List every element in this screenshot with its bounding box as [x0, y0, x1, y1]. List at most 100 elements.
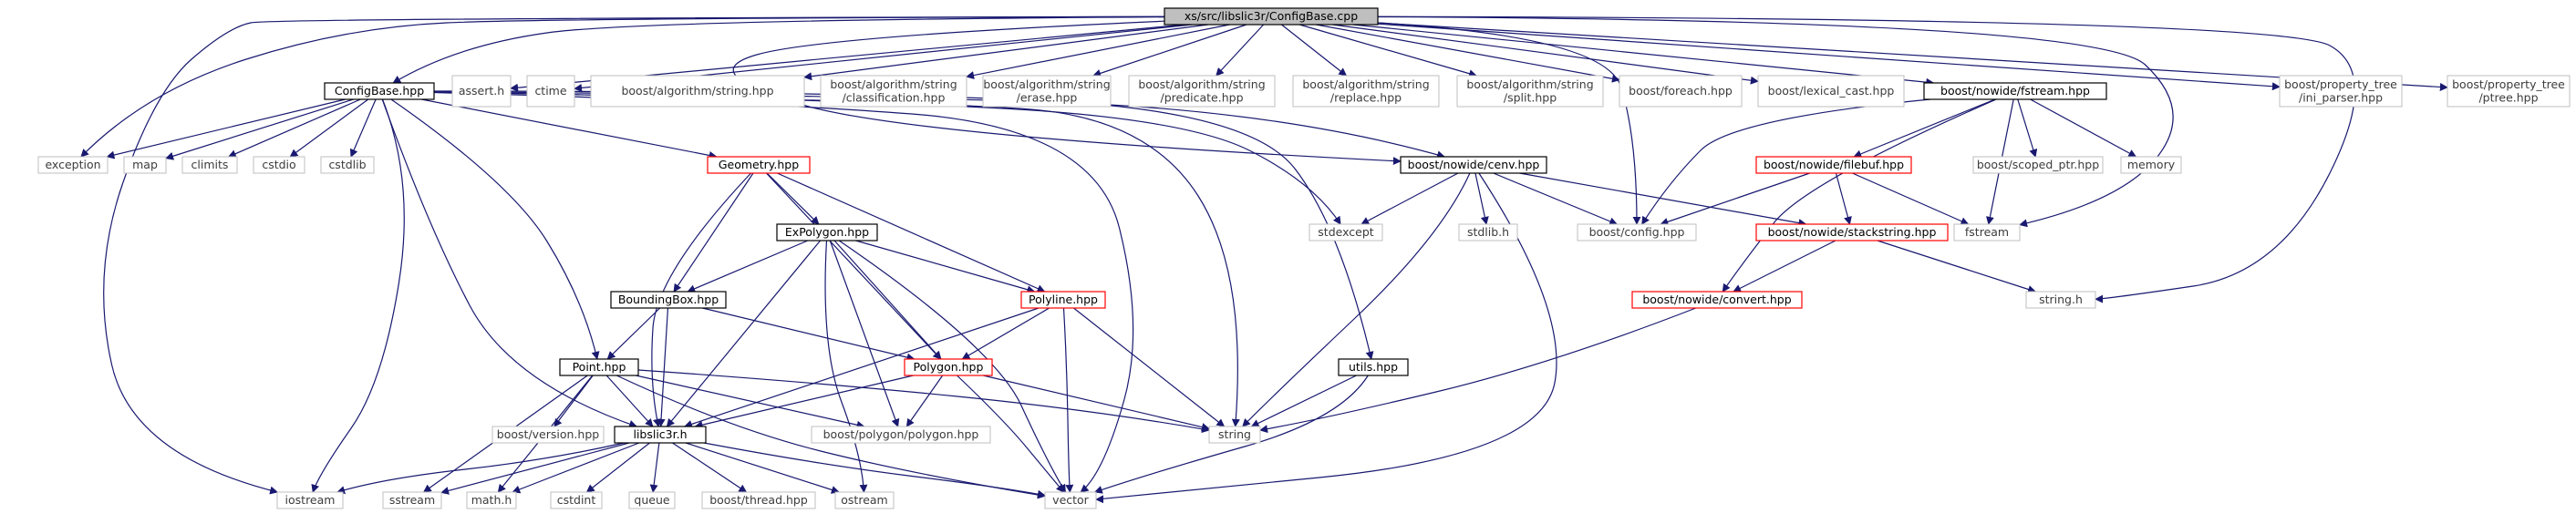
node-box: [628, 491, 676, 509]
node-expolygon_hpp[interactable]: ExPolygon.hpp: [776, 223, 878, 241]
node-box: [181, 156, 238, 174]
node-box: [324, 82, 435, 100]
node-label: Polygon.hpp: [914, 360, 984, 374]
node-libslic3r_h[interactable]: libslic3r.h: [614, 426, 707, 444]
edge-libslic3r_h-to-iostream: [336, 442, 625, 494]
node-box: [1458, 223, 1518, 241]
node-boost_nowide_fstream[interactable]: boost/nowide/fstream.hpp: [1923, 82, 2107, 100]
edge-libslic3r_h-to-cstdint: [585, 442, 650, 493]
edge-configbase_hpp-to-map: [165, 98, 354, 160]
node-box: [614, 426, 707, 444]
node-box: [320, 156, 375, 174]
node-box: [1755, 223, 1949, 241]
node-label: assert.h: [459, 84, 504, 98]
edge-boost_nowide_fstream-to-memory: [2030, 98, 2137, 158]
node-point_hpp[interactable]: Point.hpp: [559, 358, 639, 376]
node-label: boost/algorithm/string: [1466, 77, 1593, 91]
node-box: [776, 223, 878, 241]
node-boost_algorithm_classification: boost/algorithm/string/classification.hp…: [820, 75, 967, 108]
node-polyline_hpp[interactable]: Polyline.hpp: [1020, 291, 1106, 309]
node-utils_hpp[interactable]: utils.hpp: [1338, 358, 1409, 376]
node-label: Polyline.hpp: [1029, 293, 1098, 306]
edge-libslic3r_h-to-sstream: [440, 442, 630, 495]
node-label: /classification.hpp: [843, 90, 946, 104]
node-label: Point.hpp: [573, 360, 626, 374]
node-label: cstdlib: [328, 158, 366, 171]
node-box: [550, 491, 603, 509]
node-box: [276, 491, 344, 509]
node-box: [834, 491, 895, 509]
node-iostream: iostream: [276, 491, 344, 509]
node-box: [253, 156, 305, 174]
node-sstream: sstream: [382, 491, 442, 509]
edge-boost_nowide_cenv-to-boost_config: [1493, 172, 1619, 226]
node-root[interactable]: xs/src/libslic3r/ConfigBase.cpp: [1164, 7, 1379, 26]
edge-expolygon_hpp-to-boundingbox_hpp: [687, 240, 809, 293]
node-boost_algorithm_string: boost/algorithm/string.hpp: [590, 75, 805, 108]
edge-point_hpp-to-boost_version: [553, 375, 594, 427]
node-boost_polygon: boost/polygon/polygon.hpp: [811, 426, 991, 444]
edge-boost_nowide_fstream-to-boost_config: [1641, 98, 1931, 225]
node-label: stdlib.h: [1467, 225, 1509, 239]
edge-libslic3r_h-to-queue: [649, 442, 660, 493]
edge-root-to-boost_lexical_cast: [1332, 24, 1759, 85]
edge-utils_hpp-to-string: [1250, 375, 1357, 427]
edge-root-to-configbase_hpp: [392, 16, 1165, 84]
node-box: [1020, 291, 1106, 309]
node-boost_config: boost/config.hpp: [1577, 223, 1697, 241]
node-box: [491, 426, 605, 444]
node-label: /erase.hpp: [1017, 90, 1078, 104]
node-box: [701, 491, 816, 509]
edge-geometry_hpp-to-boundingbox_hpp: [673, 172, 754, 293]
node-label: boost/nowide/cenv.hpp: [1408, 158, 1540, 171]
node-assert_h: assert.h: [451, 75, 512, 108]
node-box: [1338, 358, 1409, 376]
node-label: ExPolygon.hpp: [785, 225, 869, 239]
edge-boost_nowide_fstream-to-boost_scoped_ptr: [2017, 98, 2038, 158]
node-label: boost/foreach.hpp: [1629, 84, 1733, 98]
node-label: fstream: [1965, 225, 2009, 239]
node-box: [610, 291, 727, 309]
node-label: /replace.hpp: [1330, 90, 1402, 104]
node-box: [1923, 82, 2107, 100]
node-label: BoundingBox.hpp: [618, 293, 719, 306]
node-label: string: [1218, 427, 1251, 441]
node-fstream: fstream: [1953, 223, 2021, 241]
node-geometry_hpp[interactable]: Geometry.hpp: [707, 156, 811, 174]
edge-boost_nowide_fstream-to-boost_nowide_filebuf: [1853, 98, 1996, 159]
node-string: string: [1208, 426, 1261, 444]
node-boost_nowide_filebuf[interactable]: boost/nowide/filebuf.hpp: [1755, 156, 1912, 174]
edge-boost_nowide_cenv-to-boost_nowide_stackstring: [1519, 172, 1807, 228]
edge-root-to-boost_ptree_ini: [1377, 23, 2281, 91]
node-label: exception: [45, 158, 100, 171]
node-label: boost/config.hpp: [1589, 225, 1685, 239]
node-box: [1208, 426, 1261, 444]
edge-configbase_hpp-to-climits: [227, 98, 361, 158]
node-boundingbox_hpp[interactable]: BoundingBox.hpp: [610, 291, 727, 309]
node-label: vector: [1052, 493, 1090, 507]
node-label: libslic3r.h: [633, 427, 687, 441]
node-box: [123, 156, 167, 174]
node-label: boost/lexical_cast.hpp: [1768, 84, 1895, 98]
edge-root-to-boost_foreach: [1316, 24, 1620, 83]
node-box: [982, 75, 1112, 108]
edge-configbase_hpp-to-iostream: [311, 98, 405, 493]
edge-polyline_hpp-to-polygon_hpp: [961, 307, 1050, 360]
edge-boost_nowide_stackstring-to-boost_nowide_convert: [1733, 240, 1836, 293]
edge-boundingbox_hpp-to-point_hpp: [606, 307, 661, 360]
node-boost_scoped_ptr: boost/scoped_ptr.hpp: [1972, 156, 2104, 174]
node-box: [904, 358, 993, 376]
node-boost_nowide_convert[interactable]: boost/nowide/convert.hpp: [1631, 291, 1803, 309]
edge-boost_nowide_convert-to-string: [1259, 307, 1697, 434]
node-polygon_hpp[interactable]: Polygon.hpp: [904, 358, 993, 376]
node-label: /ini_parser.hpp: [2299, 90, 2383, 104]
node-boost_lexical_cast: boost/lexical_cast.hpp: [1757, 75, 1905, 108]
node-configbase_hpp[interactable]: ConfigBase.hpp: [324, 82, 435, 100]
node-boost_nowide_cenv[interactable]: boost/nowide/cenv.hpp: [1400, 156, 1547, 174]
edge-expolygon_hpp-to-vector: [838, 240, 1066, 493]
node-label: /predicate.hpp: [1161, 90, 1244, 104]
edge-point_hpp-to-string: [637, 369, 1210, 434]
node-boost_nowide_stackstring[interactable]: boost/nowide/stackstring.hpp: [1755, 223, 1949, 241]
node-label: Geometry.hpp: [719, 158, 799, 171]
